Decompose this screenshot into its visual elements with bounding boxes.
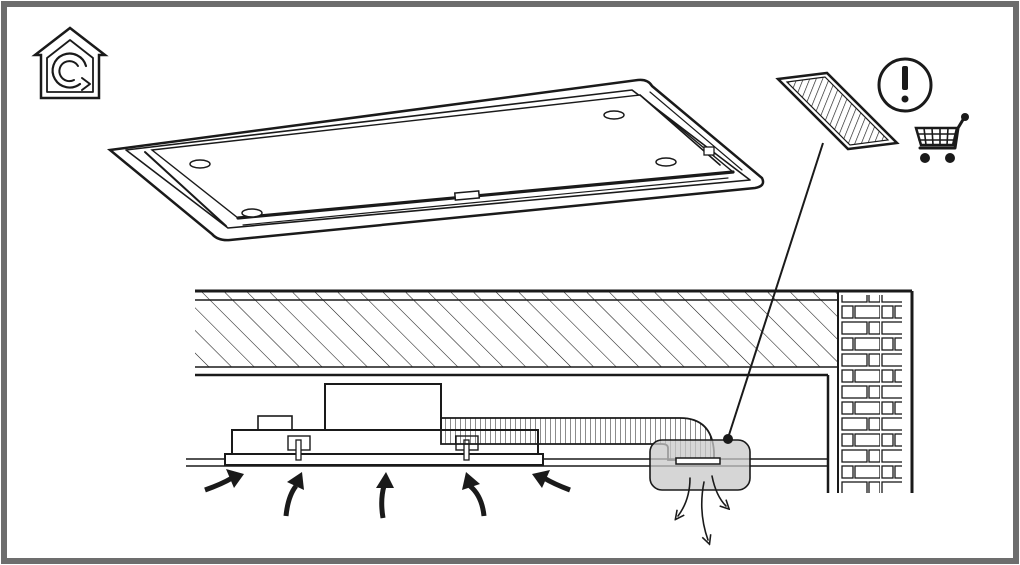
air-outlet-arrows: [678, 475, 726, 540]
brick-wall: [826, 291, 914, 493]
air-intake-arrows: [204, 469, 571, 519]
warning-icon: [877, 57, 933, 113]
replacement-filter: [775, 71, 900, 151]
ceiling-slab: [195, 289, 912, 377]
hood-unit: [224, 383, 544, 466]
recirculation-outlet: [649, 434, 751, 491]
shopping-cart-icon: [914, 113, 969, 163]
recirculation-mode-icon: [31, 26, 109, 100]
ceiling-hood-panel: [106, 78, 765, 242]
